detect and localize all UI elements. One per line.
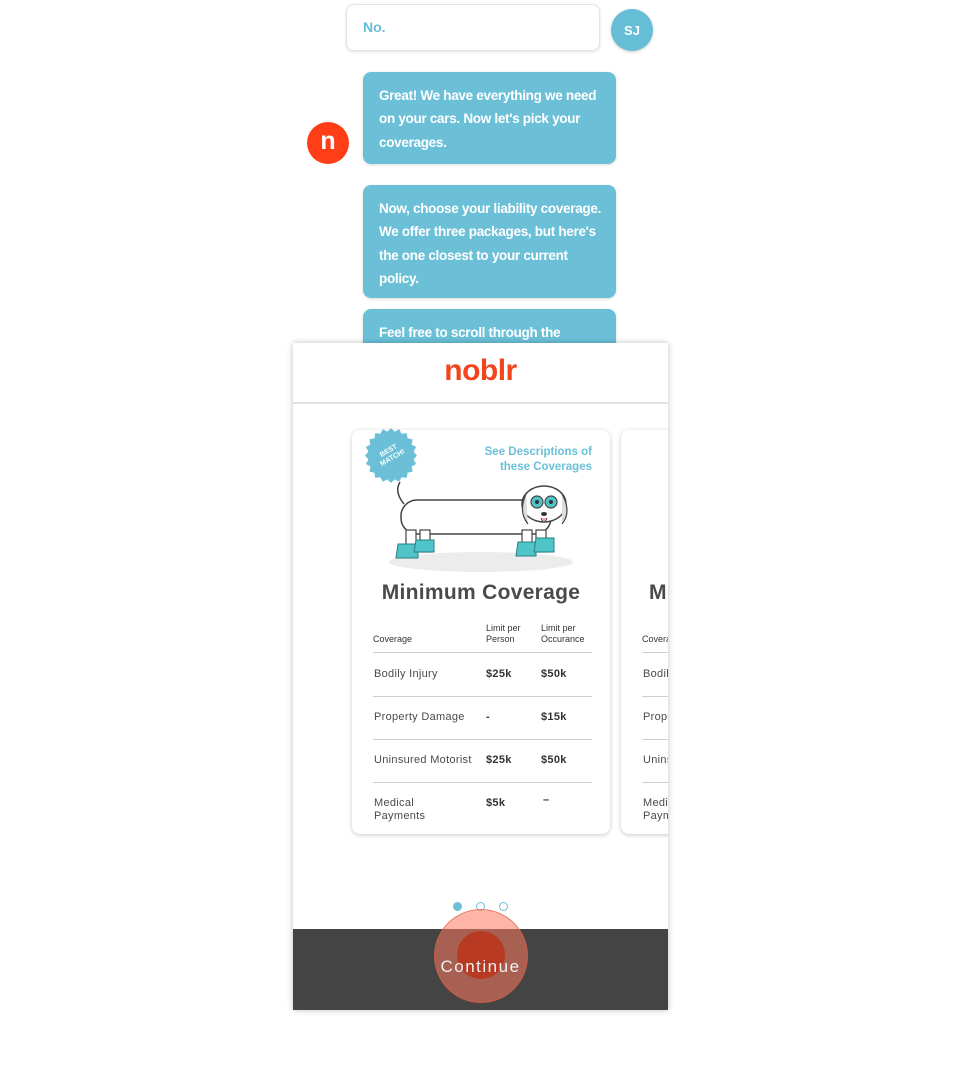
limit-per-person: $25k — [486, 754, 512, 766]
table-row: Bodil — [642, 653, 668, 697]
continue-button-label: Continue — [440, 957, 521, 976]
coverage-name: Property Damage — [374, 711, 465, 723]
table-row: Property Damage - $15k — [373, 696, 592, 740]
header-limit-per-occurance: Limit per Occurance — [541, 623, 585, 644]
table-row: Medi Paym — [642, 782, 668, 825]
coverage-table-header: Covera — [642, 620, 668, 653]
table-row: Prope — [642, 696, 668, 740]
see-descriptions-link[interactable]: See Descriptions of these Coverages — [484, 446, 592, 473]
limit-per-occurance: – — [543, 794, 550, 806]
table-row: Uninsured Motorist $25k $50k — [373, 739, 592, 783]
user-initials: SJ — [624, 22, 640, 38]
table-row: Medical Payments $5k – — [373, 782, 592, 825]
limit-per-person: $25k — [486, 668, 512, 680]
user-message-text: No. — [363, 19, 386, 35]
coverage-table-header: Coverage Limit per Person Limit per Occu… — [373, 620, 592, 653]
best-match-badge-icon — [365, 428, 417, 483]
header-limit-per-person: Limit per Person — [486, 623, 521, 644]
header-coverage: Covera — [642, 634, 668, 644]
coverage-name: Medical Payments — [374, 797, 426, 822]
limit-per-occurance: $50k — [541, 668, 567, 680]
bot-initial: n — [320, 127, 336, 155]
limit-per-person: $5k — [486, 797, 506, 809]
dachshund-illustration-icon — [389, 482, 573, 572]
bot-message: Now, choose your liability coverage. We … — [363, 185, 616, 298]
coverage-card[interactable]: BEST MATCH! See Descriptions of these Co… — [352, 428, 610, 834]
modal-header: noblr — [293, 343, 668, 404]
bot-message: Great! We have everything we need on you… — [363, 72, 616, 164]
coverage-name: Uninsured Motorist — [374, 754, 472, 766]
header-coverage: Coverage — [373, 634, 413, 644]
coverage-modal: noblr BEST MATCH! See Descriptions of th… — [293, 343, 668, 1010]
coverage-name: Bodily Injury — [374, 668, 438, 680]
table-row: Bodily Injury $25k $50k — [373, 653, 592, 697]
user-avatar: SJ — [611, 9, 653, 51]
coverage-name: Unins — [643, 754, 668, 766]
coverage-card-next[interactable]: M Covera Bodil Prope Unins Medi Paym — [621, 430, 668, 834]
limit-per-occurance: $50k — [541, 754, 567, 766]
card-title: M — [649, 581, 667, 604]
coverage-name: Bodil — [643, 668, 668, 680]
bot-message-text: Great! We have everything we need on you… — [379, 88, 597, 150]
limit-per-occurance: $15k — [541, 711, 567, 723]
bot-message-text: Feel free to scroll through the — [379, 325, 561, 340]
coverage-name: Medi Paym — [643, 797, 668, 822]
tap-indicator-center — [457, 931, 505, 979]
coverage-name: Prope — [643, 711, 668, 723]
page-dot-1[interactable] — [453, 902, 462, 911]
bot-avatar: n — [307, 122, 349, 164]
card-title: Minimum Coverage — [381, 581, 581, 604]
limit-per-person: - — [486, 711, 490, 723]
noblr-logo: noblr — [444, 354, 517, 387]
user-message-bubble: No. — [346, 4, 600, 51]
bot-message-text: Now, choose your liability coverage. We … — [379, 201, 602, 286]
table-row: Unins — [642, 739, 668, 783]
page-dot-3[interactable] — [499, 902, 508, 911]
